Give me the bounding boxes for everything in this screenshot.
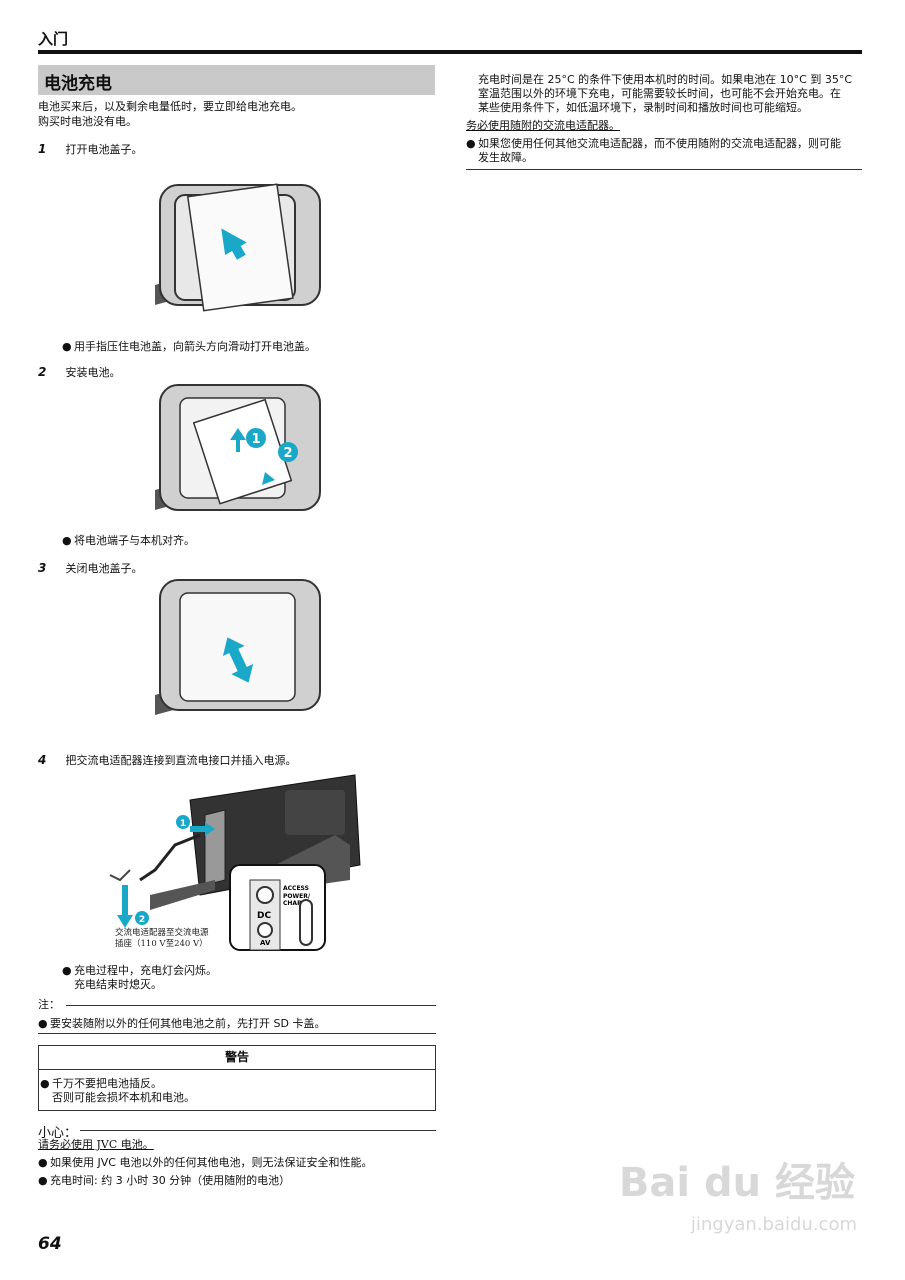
battery-install-illustration: 1 2 xyxy=(155,384,321,511)
right-rule xyxy=(466,169,862,170)
caption-line: 交流电适配器至交流电源 xyxy=(115,928,209,938)
step-1-bullet: ●用手指压住电池盖，向箭头方向滑动打开电池盖。 xyxy=(62,340,316,353)
adapter-caption: 交流电适配器至交流电源 插座（110 V至240 V） xyxy=(115,928,209,950)
port-label-dc: DC xyxy=(257,911,271,921)
header-title: 入门 xyxy=(38,30,69,48)
bullet-text: 用手指压住电池盖，向箭头方向滑动打开电池盖。 xyxy=(74,340,316,353)
step-number: 2 xyxy=(38,365,47,379)
watermark-url: jingyan.baidu.com xyxy=(690,1214,857,1235)
right-underline: 务必使用随附的交流电适配器。 xyxy=(466,119,620,132)
marker-1-label: 1 xyxy=(180,819,186,829)
right-paragraph: 充电时间是在 25°C 的条件下使用本机时的时间。如果电池在 10°C 到 35… xyxy=(478,73,868,115)
step-4-bullet: ●充电过程中，充电灯会闪烁。 充电结束时熄灭。 xyxy=(62,964,217,991)
para-line: 某些使用条件下，如低温环境下，录制时间和播放时间也可能缩短。 xyxy=(478,101,808,114)
caution-rule xyxy=(80,1130,436,1131)
watermark-brand: Bai du 经验 xyxy=(618,1160,855,1206)
step-number: 3 xyxy=(38,561,47,575)
note-bullet: ●要安装随附以外的任何其他电池之前，先打开 SD 卡盖。 xyxy=(38,1017,326,1030)
caution-underline: 请务必使用 JVC 电池。 xyxy=(38,1138,154,1151)
step-2-bullet: ●将电池端子与本机对齐。 xyxy=(62,534,195,547)
step-text: 把交流电适配器连接到直流电接口并插入电源。 xyxy=(65,754,297,767)
marker-1-label: 1 xyxy=(251,432,260,447)
warning-text: ●千万不要把电池插反。 否则可能会损坏本机和电池。 xyxy=(40,1077,195,1104)
intro-line: 购买时电池没有电。 xyxy=(38,115,137,128)
warning-line: 千万不要把电池插反。 xyxy=(52,1077,162,1090)
bullet-text: 如果您使用任何其他交流电适配器，而不使用随附的交流电适配器，则可能 xyxy=(478,137,841,150)
caution-bullet-2: ●充电时间: 约 3 小时 30 分钟（使用随附的电池） xyxy=(38,1174,291,1187)
step-4: 4 把交流电适配器连接到直流电接口并插入电源。 xyxy=(38,749,296,768)
port-label-av: AV xyxy=(260,939,271,947)
page-number: 64 xyxy=(38,1234,62,1254)
note-rule xyxy=(66,1005,436,1006)
note-bottom-rule xyxy=(38,1033,436,1034)
step-1: 1 打开电池盖子。 xyxy=(38,138,142,157)
bullet-text: 要安装随附以外的任何其他电池之前，先打开 SD 卡盖。 xyxy=(50,1017,326,1030)
marker-2-label: 2 xyxy=(283,446,292,461)
bullet-text: 将电池端子与本机对齐。 xyxy=(74,534,195,547)
warning-title: 警告 xyxy=(38,1045,436,1070)
bullet-text: 充电结束时熄灭。 xyxy=(74,978,162,991)
caution-label: 小心： xyxy=(38,1126,78,1141)
bullet-text: 发生故障。 xyxy=(478,151,533,164)
battery-cover-close-illustration xyxy=(155,579,321,715)
warning-line: 否则可能会损坏本机和电池。 xyxy=(52,1091,195,1104)
warning-box xyxy=(38,1045,436,1111)
intro-line: 电池买来后，以及剩余电量低时，要立即给电池充电。 xyxy=(38,100,302,113)
step-text: 安装电池。 xyxy=(65,366,121,379)
step-2: 2 安装电池。 xyxy=(38,361,120,380)
port-label-access: ACCESS xyxy=(283,885,309,892)
marker-2-label: 2 xyxy=(139,915,145,925)
caption-line: 插座（110 V至240 V） xyxy=(115,939,208,949)
header-rule xyxy=(38,50,862,54)
para-line: 室温范围以外的环境下充电，可能需要较长时间，也可能不会开始充电。在 xyxy=(478,87,841,100)
section-title: 电池充电 xyxy=(44,74,112,94)
note-label: 注： xyxy=(38,998,60,1011)
port-label-power: POWER/ xyxy=(283,893,311,900)
bullet-text: 充电过程中，充电灯会闪烁。 xyxy=(74,964,217,977)
caution-bullet-1: ●如果使用 JVC 电池以外的任何其他电池，则无法保证安全和性能。 xyxy=(38,1156,373,1169)
port-label-charge: CHARGE xyxy=(283,900,311,907)
right-bullet: ●如果您使用任何其他交流电适配器，而不使用随附的交流电适配器，则可能 发生故障。 xyxy=(466,137,841,164)
section-title-bar xyxy=(38,65,435,95)
step-text: 关闭电池盖子。 xyxy=(65,562,143,575)
intro-text: 电池买来后，以及剩余电量低时，要立即给电池充电。 购买时电池没有电。 xyxy=(38,99,438,129)
step-3: 3 关闭电池盖子。 xyxy=(38,557,142,576)
bullet-text: 充电时间: 约 3 小时 30 分钟（使用随附的电池） xyxy=(50,1174,291,1187)
para-line: 充电时间是在 25°C 的条件下使用本机时的时间。如果电池在 10°C 到 35… xyxy=(478,73,853,86)
step-number: 4 xyxy=(38,753,47,767)
ac-adapter-connection-illustration: 1 2 DC ACCESS POWER/ CHARGE AV xyxy=(109,774,361,951)
step-number: 1 xyxy=(38,142,47,156)
battery-cover-open-illustration xyxy=(155,183,321,312)
bullet-text: 如果使用 JVC 电池以外的任何其他电池，则无法保证安全和性能。 xyxy=(50,1156,373,1169)
step-text: 打开电池盖子。 xyxy=(65,143,143,156)
